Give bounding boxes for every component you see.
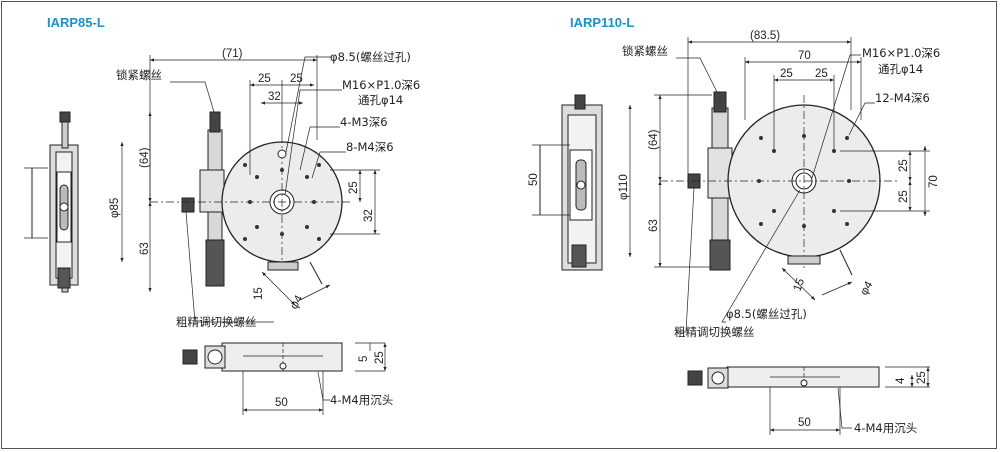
left-m3-label: 4-M3深6: [340, 115, 388, 129]
right-dim-70r: 70: [928, 175, 940, 188]
left-model-title: IARP85-L: [47, 15, 105, 30]
right-m4-label: 12-M4深6: [875, 91, 930, 105]
left-dim-25b: 25: [290, 73, 303, 85]
right-bottom-view: [687, 366, 930, 435]
left-bottom-view: [182, 342, 387, 415]
right-thru-dia-label: 通孔φ14: [878, 62, 923, 76]
right-dimensions: [628, 37, 930, 429]
right-dim-63: 63: [648, 219, 660, 232]
right-thread-label: M16×P1.0深6: [862, 46, 940, 60]
right-dim-50b: 50: [798, 417, 811, 429]
right-dim-64: (64): [648, 129, 660, 150]
left-dim-50: 50: [275, 397, 288, 409]
right-dim-25s: 25: [916, 371, 928, 384]
right-front-view: [660, 91, 900, 276]
left-dim-15: 15: [253, 287, 265, 300]
right-dim-25b: 25: [815, 68, 828, 80]
right-counterbore-label: 4-M4用沉头: [854, 421, 917, 435]
right-dim-835: (83.5): [750, 30, 780, 42]
right-model-title: IARP110-L: [570, 15, 635, 30]
left-dim-85: φ85: [109, 198, 121, 218]
right-thru-hole-label: φ8.5(螺丝过孔): [726, 307, 807, 321]
left-dim-phi4: φ4: [288, 293, 306, 312]
left-dim-25s: 25: [374, 351, 386, 364]
left-side-view: [24, 111, 79, 293]
left-lock-screw-label: 锁紧螺丝: [116, 68, 162, 82]
right-dim-25r1: 25: [898, 159, 910, 172]
right-dim-25r2: 25: [898, 190, 910, 203]
left-thru-dia-label: 通孔φ14: [358, 93, 403, 107]
left-dim-25r: 25: [348, 181, 360, 194]
right-lock-screw-label: 锁紧螺丝: [622, 44, 668, 58]
left-dim-25a: 25: [258, 73, 271, 85]
right-dim-4s: 4: [895, 377, 907, 384]
right-dim-phi4: φ4: [858, 279, 876, 298]
left-dim-5: 5: [358, 356, 370, 362]
right-side-view: [532, 94, 603, 271]
right-coarse-fine-label: 粗精调切换螺丝: [674, 325, 755, 339]
left-dim-64: (64): [139, 147, 151, 168]
right-dim-50: 50: [528, 173, 540, 186]
right-dim-70: 70: [798, 50, 811, 62]
right-dim-110: φ110: [618, 174, 630, 200]
left-dimensions: [120, 55, 380, 401]
left-dim-71: (71): [222, 48, 243, 60]
right-dim-15: 15: [792, 277, 808, 293]
left-dim-32r: 32: [363, 209, 375, 222]
left-coarse-fine-label: 粗精调切换螺丝: [176, 315, 257, 329]
left-thread-label: M16×P1.0深6: [342, 78, 420, 92]
left-counterbore-label: 4-M4用沉头: [330, 393, 393, 407]
left-dim-32: 32: [268, 91, 281, 103]
left-dim-63: 63: [139, 242, 151, 255]
left-thru-hole-label: φ8.5(螺丝过孔): [330, 50, 411, 64]
right-dim-25a: 25: [780, 68, 793, 80]
left-m4-label: 8-M4深6: [346, 140, 394, 154]
left-front-view: [150, 111, 350, 287]
